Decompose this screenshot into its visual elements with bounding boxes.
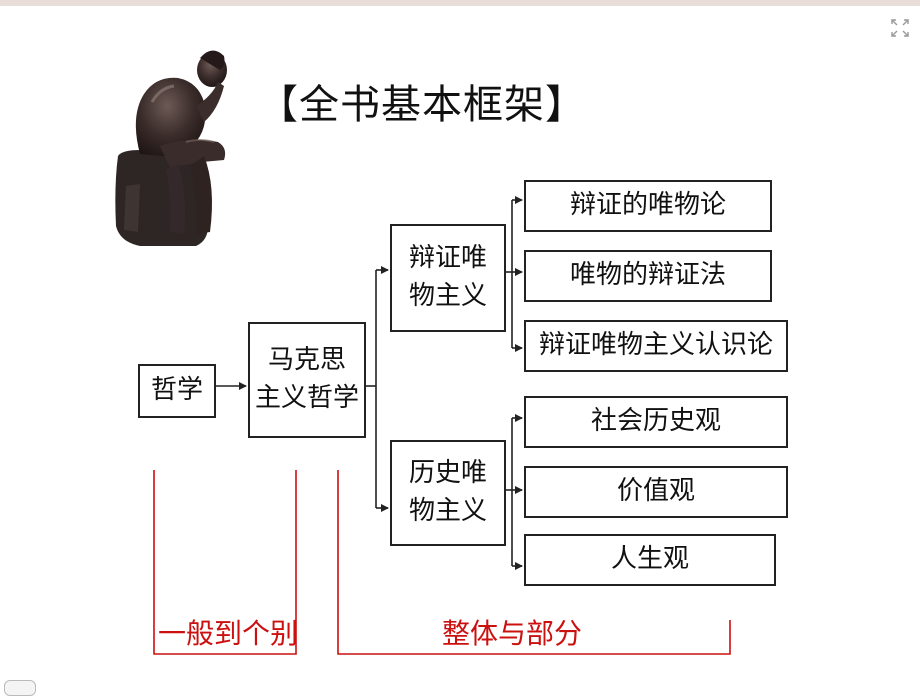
leaf-dialectical-1: 辩证的唯物论 <box>524 180 772 232</box>
leaf-dialectical-2: 唯物的辩证法 <box>524 250 772 302</box>
node-dialectical-line1: 辩证唯 <box>408 243 487 274</box>
node-philosophy-label: 哲学 <box>150 375 203 406</box>
node-marxist-line1: 马克思 <box>267 345 346 376</box>
bracket-label-general-to-individual: 一般到个别 <box>158 617 299 650</box>
leaf-historical-3-label: 人生观 <box>610 544 689 575</box>
leaf-historical-3: 人生观 <box>524 534 776 586</box>
corner-toggle[interactable] <box>4 680 36 696</box>
leaf-historical-2-label: 价值观 <box>616 476 695 507</box>
page-title: 【全书基本框架】 <box>258 82 586 128</box>
top-strip <box>0 0 920 6</box>
expand-icon[interactable] <box>890 18 910 38</box>
leaf-historical-1-label: 社会历史观 <box>590 406 721 437</box>
leaf-dialectical-2-label: 唯物的辩证法 <box>569 260 726 291</box>
thinker-statue-image <box>115 50 227 246</box>
node-marxist-philosophy: 马克思 主义哲学 <box>248 322 366 438</box>
node-dialectical-line2: 物主义 <box>408 281 487 311</box>
leaf-historical-2: 价值观 <box>524 466 788 518</box>
node-historical-line2: 物主义 <box>408 496 487 526</box>
node-dialectical-materialism: 辩证唯 物主义 <box>390 224 506 332</box>
leaf-dialectical-3-label: 辩证唯物主义认识论 <box>538 330 773 361</box>
node-marxist-line2: 主义哲学 <box>254 383 359 413</box>
bracket-label-whole-and-part: 整体与部分 <box>442 617 583 650</box>
node-philosophy: 哲学 <box>138 364 216 418</box>
leaf-historical-1: 社会历史观 <box>524 396 788 448</box>
leaf-dialectical-1-label: 辩证的唯物论 <box>569 190 726 221</box>
leaf-dialectical-3: 辩证唯物主义认识论 <box>524 320 788 372</box>
node-historical-materialism: 历史唯 物主义 <box>390 440 506 546</box>
node-historical-line1: 历史唯 <box>408 458 487 489</box>
